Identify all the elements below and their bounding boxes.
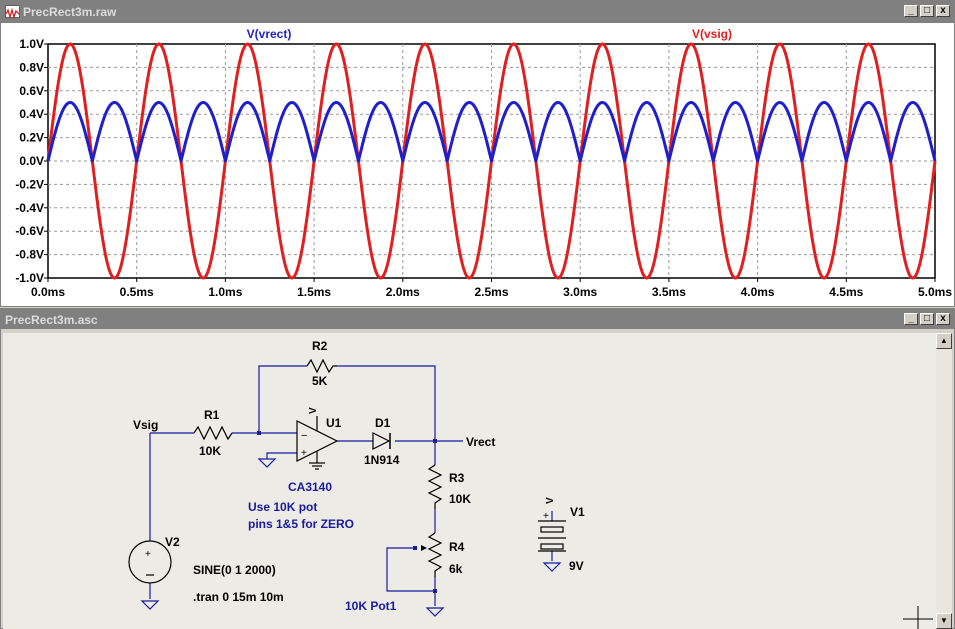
v1-value: 9V <box>569 559 584 573</box>
crosshair-cursor-icon <box>903 606 933 629</box>
r3-value: 10K <box>449 492 471 506</box>
tran-directive[interactable]: .tran 0 15m 10m <box>193 590 284 604</box>
vertical-scrollbar[interactable]: ▲ ▼ <box>936 333 952 629</box>
v2-value: SINE(0 1 2000) <box>193 563 276 577</box>
x-tick-label: 4.0ms <box>741 285 775 299</box>
plot-window-title: PrecRect3m.raw <box>23 5 117 19</box>
schematic-canvas[interactable]: − + V + <box>3 333 937 629</box>
y-tick-label: 0.6V <box>19 84 44 98</box>
junction-dots <box>257 431 437 593</box>
r4-name: R4 <box>449 540 465 554</box>
y-tick-label: -0.6V <box>15 224 44 238</box>
plot-window: PrecRect3m.raw _ □ x 0.0ms 0.5ms 1.0ms 1.5m… <box>0 0 955 307</box>
d1-model: 1N914 <box>364 453 400 467</box>
diode-d1[interactable] <box>372 432 391 450</box>
opamp-u1[interactable] <box>296 416 339 470</box>
y-tick-label: -0.8V <box>15 248 44 262</box>
potentiometer-r4[interactable] <box>427 532 443 577</box>
x-tick-label: 2.0ms <box>386 285 420 299</box>
opamp-supply-label: V <box>308 407 319 414</box>
x-tick-label: 3.0ms <box>563 285 597 299</box>
d1-name: D1 <box>375 416 391 430</box>
v2-name: V2 <box>165 535 180 549</box>
y-tick-label: 0.4V <box>19 107 44 121</box>
y-tick-label: 0.8V <box>19 60 44 74</box>
scroll-down-button[interactable]: ▼ <box>936 613 952 629</box>
close-button[interactable]: x <box>936 5 950 17</box>
battery-supply-label: V <box>545 497 556 504</box>
x-tick-label: 1.0ms <box>208 285 242 299</box>
resistor-r2[interactable] <box>306 358 337 374</box>
trace-vvrect[interactable] <box>46 101 937 163</box>
schematic-window: PrecRect3m.asc _ □ x <box>0 308 955 629</box>
x-tick-label: 5.0ms <box>918 285 952 299</box>
x-tick-label: 1.5ms <box>297 285 331 299</box>
opamp-model: CA3140 <box>288 480 332 494</box>
y-tick-label: 0.2V <box>19 131 44 145</box>
battery-v1[interactable] <box>538 520 566 552</box>
x-tick-label: 0.0ms <box>31 285 65 299</box>
y-tick-label: -0.2V <box>15 177 44 191</box>
opamp-minus-sign: − <box>301 430 307 442</box>
x-tick-label: 0.5ms <box>120 285 154 299</box>
waveform-app-icon <box>5 5 20 20</box>
r1-value: 10K <box>199 444 221 458</box>
pot-label: 10K Pot1 <box>345 599 397 613</box>
v1-name: V1 <box>570 505 585 519</box>
y-tick-label: 1.0V <box>19 37 44 51</box>
r3-name: R3 <box>449 471 465 485</box>
opamp-plus-sign: + <box>301 448 307 459</box>
r4-value: 6k <box>449 562 463 576</box>
scroll-up-button[interactable]: ▲ <box>936 333 952 349</box>
waveform-plot-area[interactable]: 0.0ms 0.5ms 1.0ms 1.5ms 2.0ms 2.5ms 3.0ms 3.5ms… <box>1 23 954 306</box>
plot-window-titlebar[interactable]: PrecRect3m.raw _ □ x <box>1 1 954 23</box>
resistor-r1[interactable] <box>193 425 233 441</box>
schematic-window-titlebar[interactable]: PrecRect3m.asc _ □ x <box>1 309 954 329</box>
x-tick-label: 3.5ms <box>652 285 686 299</box>
schematic-drawing[interactable]: − + V + <box>3 333 937 629</box>
waveform-chart[interactable]: 0.0ms 0.5ms 1.0ms 1.5ms 2.0ms 2.5ms 3.0ms 3.5ms… <box>1 23 954 306</box>
maximize-button[interactable]: □ <box>920 5 934 17</box>
y-tick-label: -0.4V <box>15 201 44 215</box>
note-line-1: Use 10K pot <box>248 500 317 514</box>
u1-name: U1 <box>326 416 342 430</box>
net-label-vrect[interactable]: Vrect <box>466 435 495 449</box>
r2-value: 5K <box>312 374 328 388</box>
net-label-vsig[interactable]: Vsig <box>133 418 158 432</box>
y-tick-label: 0.0V <box>19 154 44 168</box>
minimize-button[interactable]: _ <box>904 313 918 325</box>
x-tick-label: 2.5ms <box>474 285 508 299</box>
minimize-button[interactable]: _ <box>904 5 918 17</box>
pot-wiper-arrow <box>421 545 427 551</box>
note-line-2: pins 1&5 for ZERO <box>248 517 354 531</box>
x-tick-label: 4.5ms <box>829 285 863 299</box>
y-tick-label: -1.0V <box>15 271 44 285</box>
maximize-button[interactable]: □ <box>920 313 934 325</box>
r1-name: R1 <box>204 408 220 422</box>
r2-name: R2 <box>312 339 328 353</box>
legend-vsig[interactable]: V(vsig) <box>692 27 732 41</box>
legend-vrect[interactable]: V(vrect) <box>247 27 292 41</box>
svg-text:+: + <box>145 549 151 560</box>
battery-plus-sign: + <box>543 511 549 522</box>
voltage-source-v2[interactable]: + <box>128 540 172 584</box>
close-button[interactable]: x <box>936 313 950 325</box>
ground-symbols <box>140 458 562 617</box>
schematic-window-title: PrecRect3m.asc <box>5 313 98 327</box>
resistor-r3[interactable] <box>427 464 443 509</box>
